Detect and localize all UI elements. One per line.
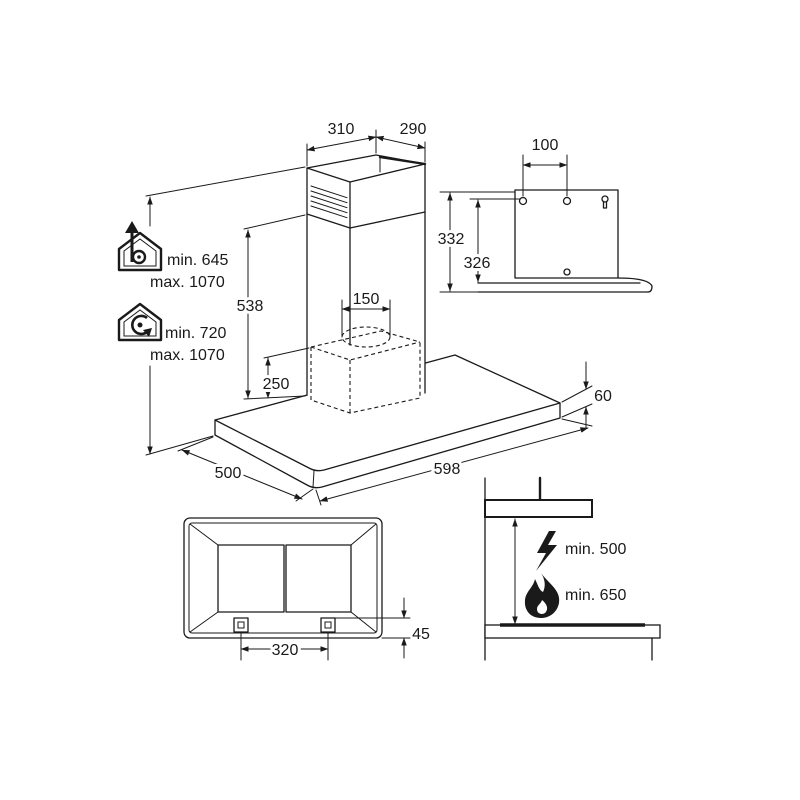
outlet-diameter-label: 150	[353, 291, 380, 308]
canopy-width-dimension: 598	[315, 418, 593, 506]
bracket-offset-dimension: 45	[334, 597, 430, 659]
house-extraction-icon	[117, 221, 163, 272]
mounting-point-left	[233, 617, 249, 633]
house-recirculation-icon	[117, 302, 163, 342]
installation-height-dimension	[145, 166, 306, 456]
outlet-diameter-dimension: 150	[341, 291, 391, 338]
bracket-height-inner-label: 326	[464, 255, 491, 272]
chimney-upper-lip	[378, 155, 427, 166]
hood-bottom-view	[183, 517, 383, 639]
bracket-hole-spacing-dimension: 100	[522, 137, 568, 197]
bracket-hole-bottom	[563, 268, 571, 276]
chimney-height-dimension: 538	[234, 214, 306, 400]
chimney-vent-grille	[310, 185, 348, 219]
bracket-height-outer-dimension: 332	[435, 191, 516, 293]
chimney-body	[307, 155, 425, 410]
lightning-icon	[536, 531, 557, 571]
hob-clearance-side-view: min. 500 min. 650	[484, 476, 661, 661]
chimney-depth-label: 310	[328, 121, 355, 138]
chimney-width-dimension	[375, 135, 426, 150]
flame-icon	[524, 573, 560, 618]
gas-hob-clearance-label: min. 650	[565, 587, 626, 604]
chimney-top-dimensions: 310 290	[306, 121, 427, 167]
canopy-width-label: 598	[434, 461, 461, 478]
bracket-keyhole	[601, 195, 609, 209]
bracket-spacing-label: 320	[272, 642, 299, 659]
recirculation-max-label: max. 1070	[150, 347, 225, 364]
extraction-min-label: min. 645	[167, 252, 228, 269]
grease-filter-right	[285, 544, 352, 613]
bracket-offset-label: 45	[412, 626, 430, 643]
bottom-view-outline	[183, 517, 383, 639]
extraction-max-label: max. 1070	[150, 274, 225, 291]
canopy-depth-label: 500	[215, 465, 242, 482]
bracket-spacing-dimension: 320	[240, 631, 329, 662]
filter-height-label: 250	[263, 376, 290, 393]
chimney	[306, 154, 427, 410]
mounting-point-right	[320, 617, 336, 633]
electric-hob-clearance-label: min. 500	[565, 541, 626, 558]
bracket-height-inner-dimension: 326	[461, 198, 521, 283]
canopy-thickness-dimension: 60	[561, 361, 612, 429]
side-hood	[484, 499, 593, 518]
chimney-width-label: 290	[400, 121, 427, 138]
wall-bracket-detail	[477, 189, 653, 293]
bracket-hole-left	[518, 196, 528, 206]
bracket-hole-spacing-label: 100	[532, 137, 559, 154]
recirculation-min-label: min. 720	[165, 325, 226, 342]
bracket-plate	[514, 189, 619, 279]
chimney-height-label: 538	[237, 298, 264, 315]
bottom-view-inner-frame	[188, 522, 378, 634]
hob-worktop	[484, 624, 661, 639]
canopy-corner-edge	[312, 470, 315, 488]
canopy-thickness-label: 60	[594, 388, 612, 405]
canopy-depth-dimension: 500	[177, 436, 314, 502]
chimney-section-seam	[306, 211, 426, 229]
bracket-height-outer-label: 332	[438, 231, 465, 248]
filter-height-dimension: 250	[260, 347, 310, 399]
grease-filter-left	[217, 544, 285, 613]
chimney-depth-dimension	[306, 135, 377, 152]
bracket-hole-middle	[562, 196, 572, 206]
